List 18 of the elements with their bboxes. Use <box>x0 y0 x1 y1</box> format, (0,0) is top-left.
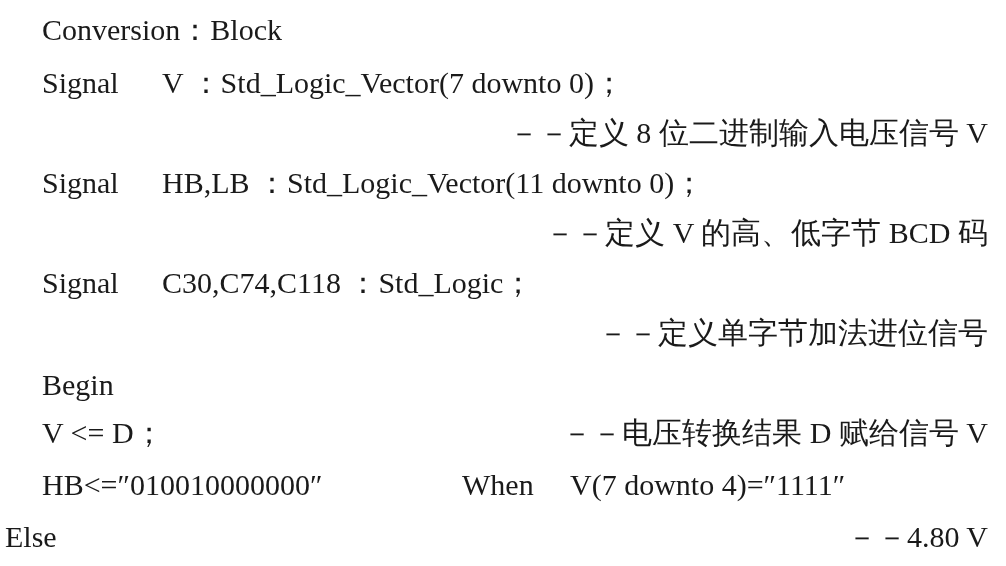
code-line: Conversion：Block <box>42 12 282 48</box>
keyword: Signal <box>42 65 119 101</box>
code-comment: －－4.80 V <box>846 519 988 555</box>
keyword: Else <box>5 519 57 555</box>
code-comment: －－定义 8 位二进制输入电压信号 V <box>508 115 988 151</box>
keyword: Signal <box>42 265 119 301</box>
code-line: V <= D； <box>42 415 164 451</box>
code-comment: －－定义 V 的高、低字节 BCD 码 <box>545 215 988 251</box>
code-comment: －－电压转换结果 D 赋给信号 V <box>562 415 988 451</box>
code-line: V ：Std_Logic_Vector(7 downto 0)； <box>162 65 624 101</box>
keyword: Signal <box>42 165 119 201</box>
code-line: C30,C74,C118 ：Std_Logic； <box>162 265 534 301</box>
code-line: V(7 downto 4)=″1111″ <box>570 467 846 503</box>
code-comment: －－定义单字节加法进位信号 <box>598 315 988 351</box>
code-line: HB,LB ：Std_Logic_Vector(11 downto 0)； <box>162 165 705 201</box>
code-line: HB<=″010010000000″ <box>42 467 323 503</box>
keyword: When <box>462 467 534 503</box>
keyword: Begin <box>42 367 114 403</box>
